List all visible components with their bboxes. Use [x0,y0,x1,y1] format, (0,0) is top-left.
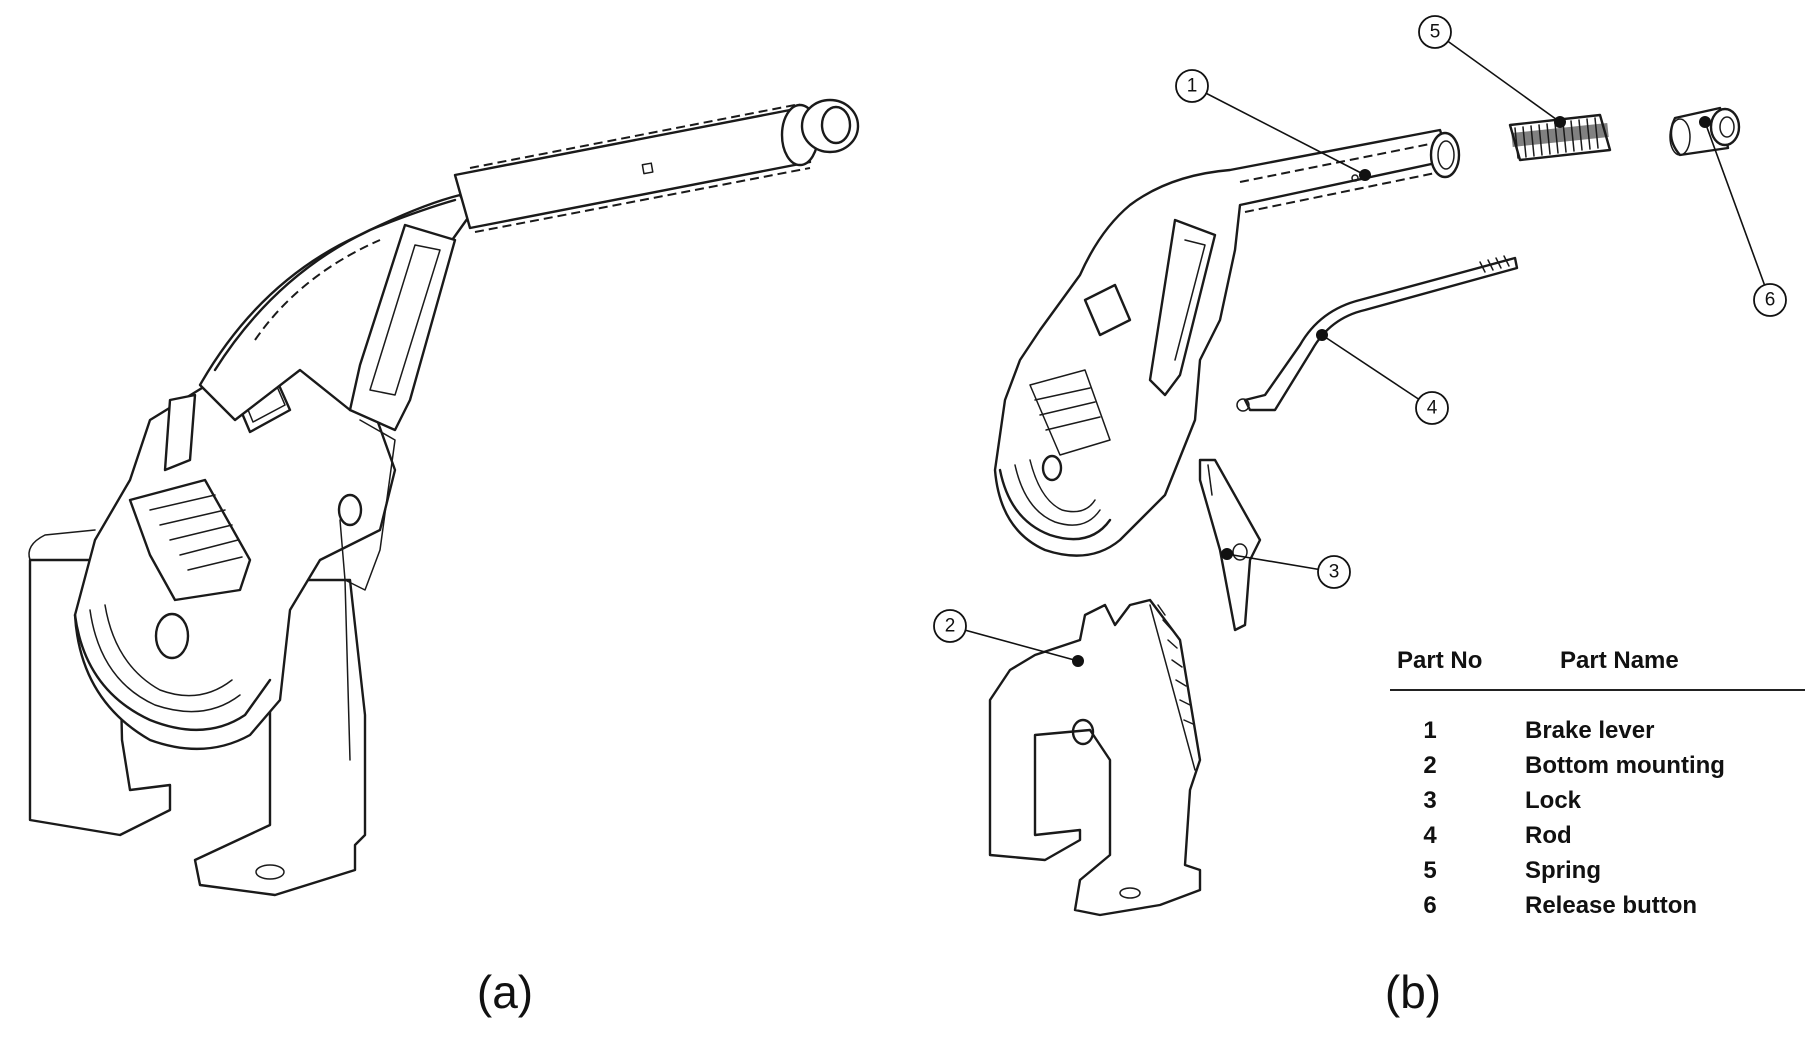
part-brake-lever [993,128,1461,557]
row-3-name: Lock [1525,787,1582,814]
part-release-button [1669,106,1741,157]
rod-guide [348,223,457,432]
callout-6: 6 [1699,116,1787,317]
handle-tube [453,108,812,230]
row-1-no: 1 [1423,717,1436,744]
callout-1: 1 [1175,69,1371,181]
row-1-name: Brake lever [1525,717,1654,744]
callout-4-label: 4 [1427,398,1438,419]
row-2-no: 2 [1423,752,1436,779]
header-part-no: Part No [1397,647,1482,674]
header-part-name: Part Name [1560,647,1679,674]
callouts: 1 2 3 4 5 [933,15,1787,667]
row-5-no: 5 [1423,857,1436,884]
callout-2: 2 [933,609,1084,667]
callout-6-label: 6 [1765,290,1776,311]
subfigure-label-b: (b) [1385,966,1441,1018]
part-spring [1508,113,1612,162]
callout-3: 3 [1221,548,1351,589]
callout-3-label: 3 [1329,562,1340,583]
callout-5: 5 [1418,15,1566,128]
exploded-view-drawing [988,106,1741,917]
part-lock [1198,458,1262,632]
row-4-name: Rod [1525,822,1572,849]
row-3-no: 3 [1423,787,1436,814]
callout-2-label: 2 [945,616,956,637]
callout-5-label: 5 [1430,22,1441,43]
row-6-name: Release button [1525,892,1697,919]
row-4-no: 4 [1423,822,1437,849]
callout-4: 4 [1316,329,1449,425]
row-5-name: Spring [1525,857,1601,884]
row-6-no: 6 [1423,892,1436,919]
subfigure-label-a: (a) [477,966,533,1018]
parts-table: Part No Part Name 1 Brake lever 2 Bottom… [1390,647,1805,919]
row-2-name: Bottom mounting [1525,752,1725,779]
assembled-handbrake-drawing [28,98,860,897]
part-rod [1236,255,1519,412]
part-bottom-mounting [988,598,1202,917]
callout-1-label: 1 [1187,76,1198,97]
pawl-block [128,478,252,602]
right-bracket-foot [193,578,367,897]
